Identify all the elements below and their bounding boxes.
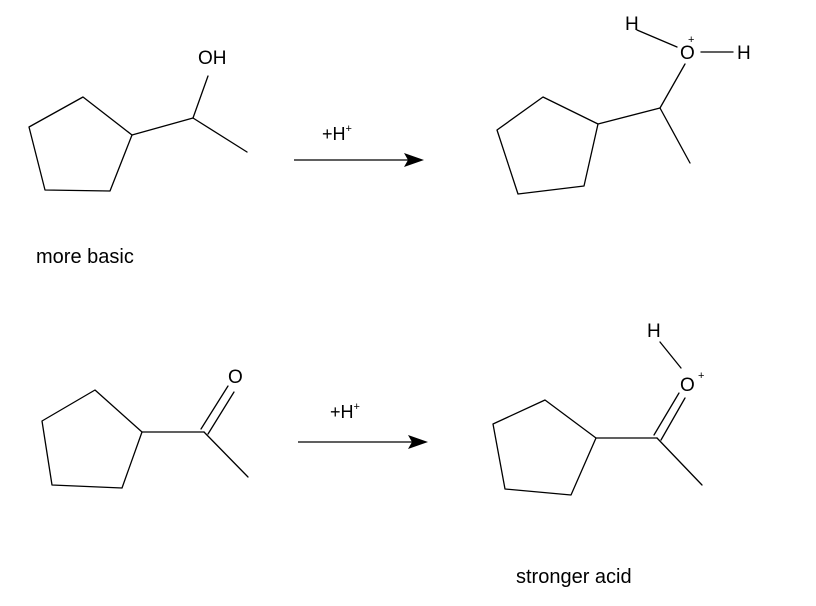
bond-carbinol-to-methyl <box>659 107 691 164</box>
reagent-text: +H <box>330 402 354 422</box>
caption-stronger-acid: stronger acid <box>516 566 632 588</box>
hydrogen-right-label: H <box>737 43 751 64</box>
carbonyl-double-bond-a <box>653 392 680 436</box>
reagent-label: +H+ <box>322 123 352 144</box>
oxygen-charge: + <box>698 370 704 382</box>
reagent-charge: + <box>346 123 352 135</box>
hydrogen-label: H <box>647 321 661 342</box>
caption-more-basic: more basic <box>36 246 134 268</box>
carbonyl-oxygen-label: O <box>228 367 243 388</box>
reactant-ketone: O <box>41 367 249 489</box>
carbonyl-double-bond-b <box>207 391 235 435</box>
arrow-head <box>404 153 424 167</box>
arrow-head <box>408 435 428 449</box>
bond-ring-to-carbinol <box>597 107 661 125</box>
hydroxyl-label: OH <box>198 48 227 69</box>
reagent-charge: + <box>354 401 360 413</box>
hydrogen-top-label: H <box>625 14 639 35</box>
cyclopentane-ring <box>28 96 133 192</box>
carbonyl-double-bond-b <box>660 397 686 441</box>
reaction-arrow-2: +H+ <box>298 401 428 449</box>
oxygen-charge: + <box>688 34 694 46</box>
bond-carbinol-to-oxygen <box>659 63 686 109</box>
reagent-text: +H <box>322 124 346 144</box>
cyclopentane-ring <box>41 389 143 489</box>
bond-carbonyl-to-methyl <box>656 437 703 486</box>
cyclopentane-ring <box>496 96 599 195</box>
bond-carbonyl-to-methyl <box>203 431 249 478</box>
bond-ring-to-carbinol <box>131 117 194 136</box>
reagent-label: +H+ <box>330 401 360 422</box>
oxygen-label: O <box>680 43 695 64</box>
bond-carbinol-to-methyl <box>192 117 248 153</box>
bond-oxygen-to-hydrogen-top <box>636 29 678 48</box>
cyclopentane-ring <box>492 399 597 496</box>
oxygen-label: O <box>680 375 695 396</box>
reactant-alcohol: OH <box>28 48 248 192</box>
product-protonated-ketone: H O + <box>492 321 704 496</box>
carbonyl-double-bond-a <box>200 385 229 430</box>
product-oxonium: H O + H <box>496 14 751 195</box>
bond-carbinol-to-oxygen <box>192 75 209 119</box>
bond-oxygen-to-hydrogen <box>659 341 682 369</box>
reaction-arrow-1: +H+ <box>294 123 424 167</box>
